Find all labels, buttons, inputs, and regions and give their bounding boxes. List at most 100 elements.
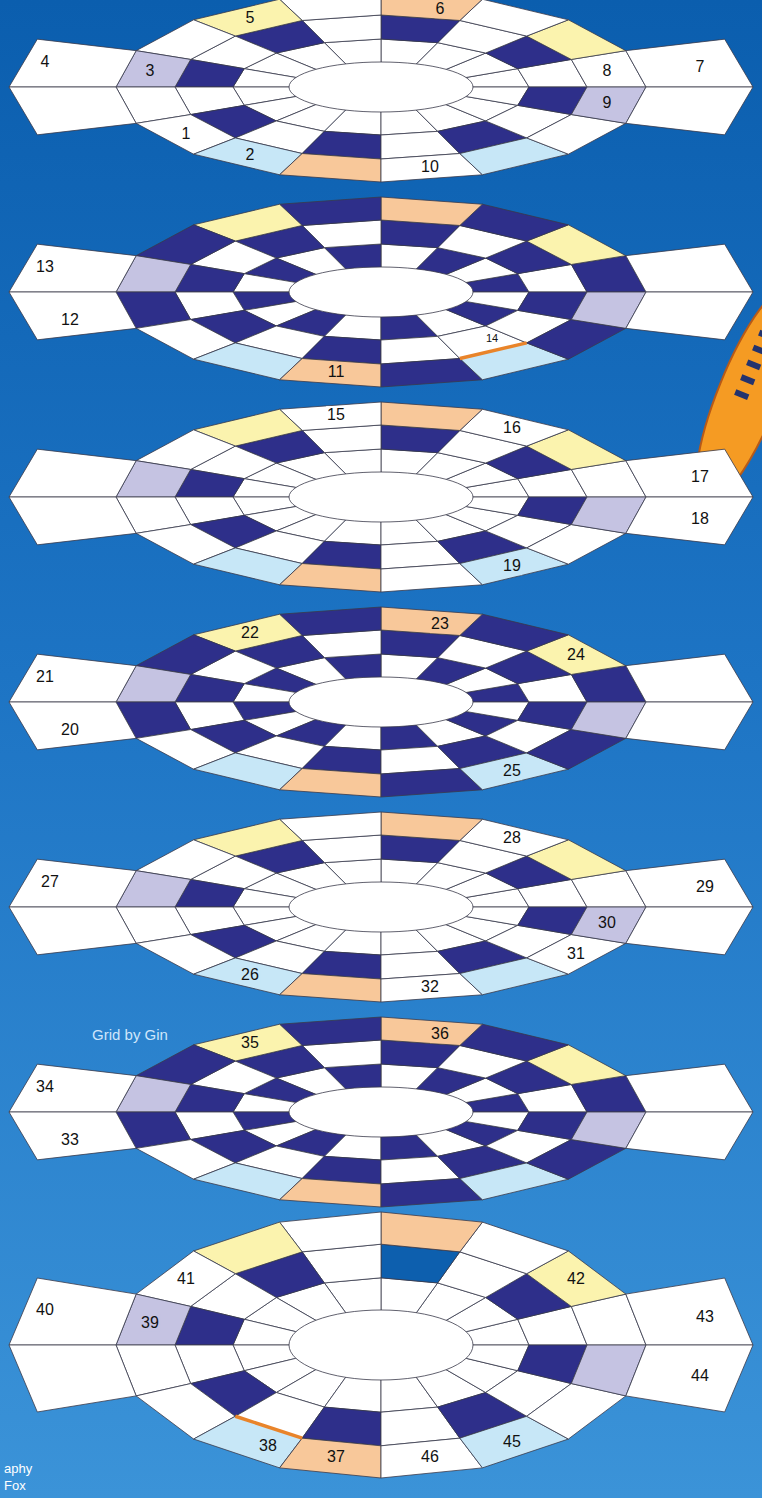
spoke-cell [9, 1345, 136, 1412]
thick-border [235, 1416, 302, 1438]
callout-number: 19 [502, 557, 522, 575]
grid-cell [324, 1134, 381, 1160]
callout-number: 34 [35, 1078, 55, 1096]
spoke-cell [626, 1278, 753, 1345]
spoke-cell [626, 1345, 753, 1412]
grid-centre [289, 677, 473, 727]
callout-number: 39 [140, 1314, 160, 1332]
spoke-cell [9, 497, 136, 545]
callout-number: 29 [695, 878, 715, 896]
callout-number: 31 [566, 945, 586, 963]
grid-cell [381, 1017, 482, 1045]
callout-number: 32 [420, 978, 440, 996]
callout-number: 27 [40, 873, 60, 891]
grid-cell [324, 1376, 381, 1412]
spoke-cell [9, 654, 136, 702]
grid-cell [381, 1064, 438, 1090]
grid-cells [9, 0, 753, 1478]
callout-number: 26 [240, 966, 260, 984]
grid-cell [381, 197, 482, 225]
callout-number: 42 [566, 1270, 586, 1288]
callout-number: 40 [35, 1301, 55, 1319]
grid-cell [381, 607, 482, 635]
callout-number: 16 [502, 419, 522, 437]
grid-cell [324, 109, 381, 135]
spoke-cell [626, 497, 753, 545]
grid-cell [324, 724, 381, 750]
grid-cell [381, 654, 438, 680]
spoke-cell [9, 1278, 136, 1345]
grid-centre [289, 882, 473, 932]
spoke-cell [626, 702, 753, 750]
grid-cell [381, 449, 438, 475]
callout-number: 22 [240, 624, 260, 642]
callout-number: 21 [35, 668, 55, 686]
grid-cell [381, 859, 438, 885]
callout-number: 30 [597, 914, 617, 932]
callout-number: 13 [35, 258, 55, 276]
spoke-cell [626, 449, 753, 497]
credit-text: aphy [4, 1462, 32, 1476]
spoke-cell [9, 87, 136, 135]
spoke-cell [9, 1112, 136, 1160]
spoke-cell [9, 1064, 136, 1112]
grid-cell [381, 812, 482, 840]
grid-centre [289, 62, 473, 112]
callout-number: 7 [695, 58, 706, 76]
surfboard-slot [740, 374, 755, 385]
grid-cell [381, 0, 482, 20]
spoke-cell [626, 244, 753, 292]
callout-number: 46 [420, 1448, 440, 1466]
callout-number: 9 [602, 94, 613, 112]
spoke-cell [9, 449, 136, 497]
callout-number: 12 [60, 311, 80, 329]
spoke-cell [9, 859, 136, 907]
grid-cell [324, 519, 381, 545]
callout-number: 17 [690, 468, 710, 486]
spoke-cell [626, 907, 753, 955]
callout-number: 4 [40, 53, 51, 71]
grid-cell [280, 1179, 381, 1207]
grid-cell [280, 564, 381, 592]
callout-number: 35 [240, 1034, 260, 1052]
surfboard-slot [752, 345, 762, 356]
callout-number: 37 [326, 1448, 346, 1466]
callout-number: 28 [502, 829, 522, 847]
grid-cell [280, 1438, 381, 1478]
callout-number: 15 [326, 406, 346, 424]
callout-number: 6 [435, 0, 446, 18]
grid-centre [289, 472, 473, 522]
callout-number: 11 [327, 363, 346, 381]
callout-number: 38 [258, 1437, 278, 1455]
callout-number: 36 [430, 1025, 450, 1043]
credit-text: Fox [4, 1479, 26, 1493]
thick-borders [235, 343, 526, 1438]
callout-number: 1 [181, 125, 192, 143]
spoke-cell [626, 292, 753, 340]
callout-number: 43 [695, 1308, 715, 1326]
grid-cell [381, 1278, 438, 1314]
spoke-cell [626, 1112, 753, 1160]
callout-number: 20 [60, 721, 80, 739]
callout-number: 24 [566, 646, 586, 664]
spoke-cell [9, 292, 136, 340]
callout-number: 5 [245, 9, 256, 27]
grid-cell [381, 244, 438, 270]
grid-centre [289, 1087, 473, 1137]
callout-number: 41 [176, 1270, 196, 1288]
thick-border [460, 343, 527, 359]
surfboard-slot [734, 389, 749, 400]
callout-number: 33 [60, 1131, 80, 1149]
grid-cell [280, 974, 381, 1002]
callout-number: 25 [502, 762, 522, 780]
spoke-cell [626, 39, 753, 87]
grid-cell [280, 359, 381, 387]
spoke-cell [626, 1064, 753, 1112]
grid-centre [289, 1310, 473, 1380]
grid-cell [381, 1212, 482, 1252]
callout-number: 10 [420, 158, 440, 176]
callout-number: 23 [430, 615, 450, 633]
grid-cell [280, 769, 381, 797]
callout-number: 8 [602, 62, 613, 80]
